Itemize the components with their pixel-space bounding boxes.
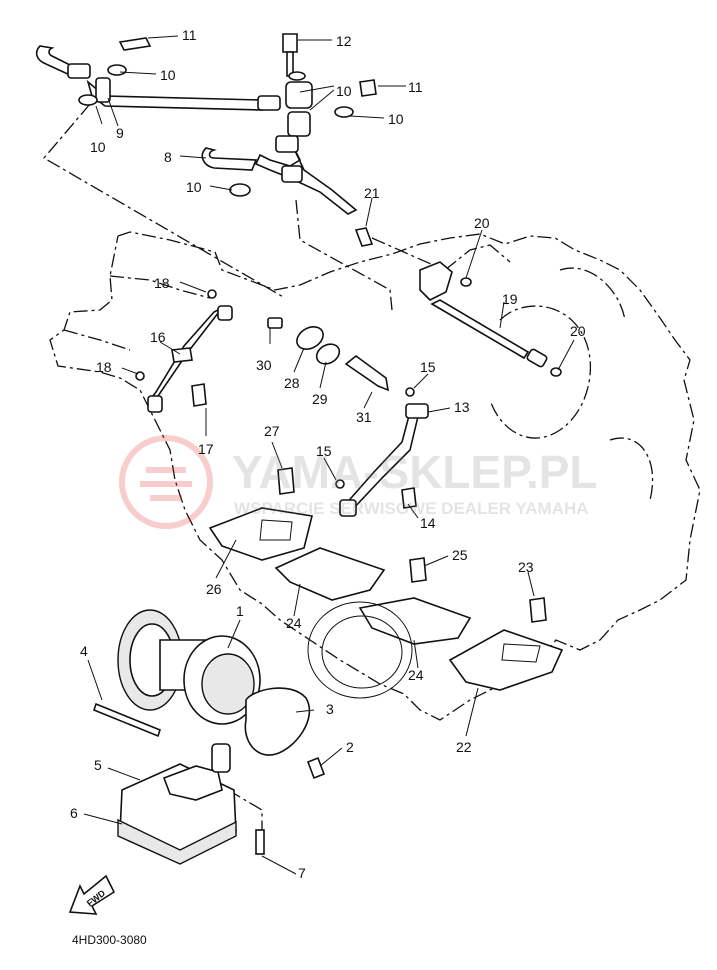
callout-28: 28 [284, 375, 300, 391]
leader-lines [83, 35, 575, 875]
callout-15: 15 [420, 359, 436, 375]
reference-lines [43, 103, 441, 830]
callout-24: 24 [408, 667, 424, 683]
callout-19: 19 [502, 291, 518, 307]
callout-18: 18 [154, 275, 170, 291]
bore-ring [307, 601, 413, 699]
callout-10: 10 [186, 179, 202, 195]
callout-21: 21 [364, 185, 380, 201]
watermark: YAMA-SKLEP.PL WSPARCIE SERWISOWE DEALER … [119, 435, 598, 529]
callout-11: 11 [182, 27, 197, 43]
callout-5: 5 [94, 757, 102, 773]
callout-29: 29 [312, 391, 328, 407]
front-direction-marker: FWD [68, 874, 116, 915]
callout-10: 10 [90, 139, 106, 155]
callout-23: 23 [518, 559, 534, 575]
callout-31: 31 [356, 409, 372, 425]
baffle-plates [208, 507, 564, 691]
callout-10: 10 [160, 67, 176, 83]
watermark-brand: YAMA-SKLEP.PL [232, 446, 598, 498]
callout-8: 8 [164, 149, 172, 165]
oil-pump-assembly [93, 609, 326, 780]
watermark-logo-icon [119, 435, 213, 529]
callout-10: 10 [336, 83, 352, 99]
callout-25: 25 [452, 547, 468, 563]
callout-17: 17 [198, 441, 214, 457]
callout-30: 30 [256, 357, 272, 373]
oil-hose-assembly [354, 227, 562, 377]
callout-20: 20 [570, 323, 586, 339]
callout-10: 10 [388, 111, 404, 127]
fwd-arrow-icon [68, 874, 116, 915]
watermark-tagline: WSPARCIE SERWISOWE DEALER YAMAHA [234, 499, 589, 518]
callout-24: 24 [286, 615, 302, 631]
callout-22: 22 [456, 739, 472, 755]
oil-delivery-pipe-assembly [35, 33, 377, 215]
callout-16: 16 [150, 329, 166, 345]
callout-6: 6 [70, 805, 78, 821]
callout-3: 3 [326, 701, 334, 717]
oil-pipe-left [135, 289, 233, 413]
callout-4: 4 [80, 643, 88, 659]
callout-14: 14 [420, 515, 436, 531]
callout-9: 9 [116, 125, 124, 141]
callout-15: 15 [316, 443, 332, 459]
callout-27: 27 [264, 423, 280, 439]
callout-1: 1 [236, 603, 244, 619]
callout-18: 18 [96, 359, 112, 375]
callout-20: 20 [474, 215, 490, 231]
callout-7: 7 [298, 865, 306, 881]
diagram-code: 4HD300-3080 [72, 933, 147, 947]
callout-13: 13 [454, 399, 470, 415]
callout-26: 26 [206, 581, 222, 597]
oil-strainer [117, 743, 265, 865]
callout-11: 11 [408, 79, 423, 95]
center-parts [267, 317, 429, 517]
callouts: 11 10 9 10 12 10 11 10 8 10 21 20 19 20 … [70, 27, 586, 881]
callout-2: 2 [346, 739, 354, 755]
callout-12: 12 [336, 33, 352, 49]
